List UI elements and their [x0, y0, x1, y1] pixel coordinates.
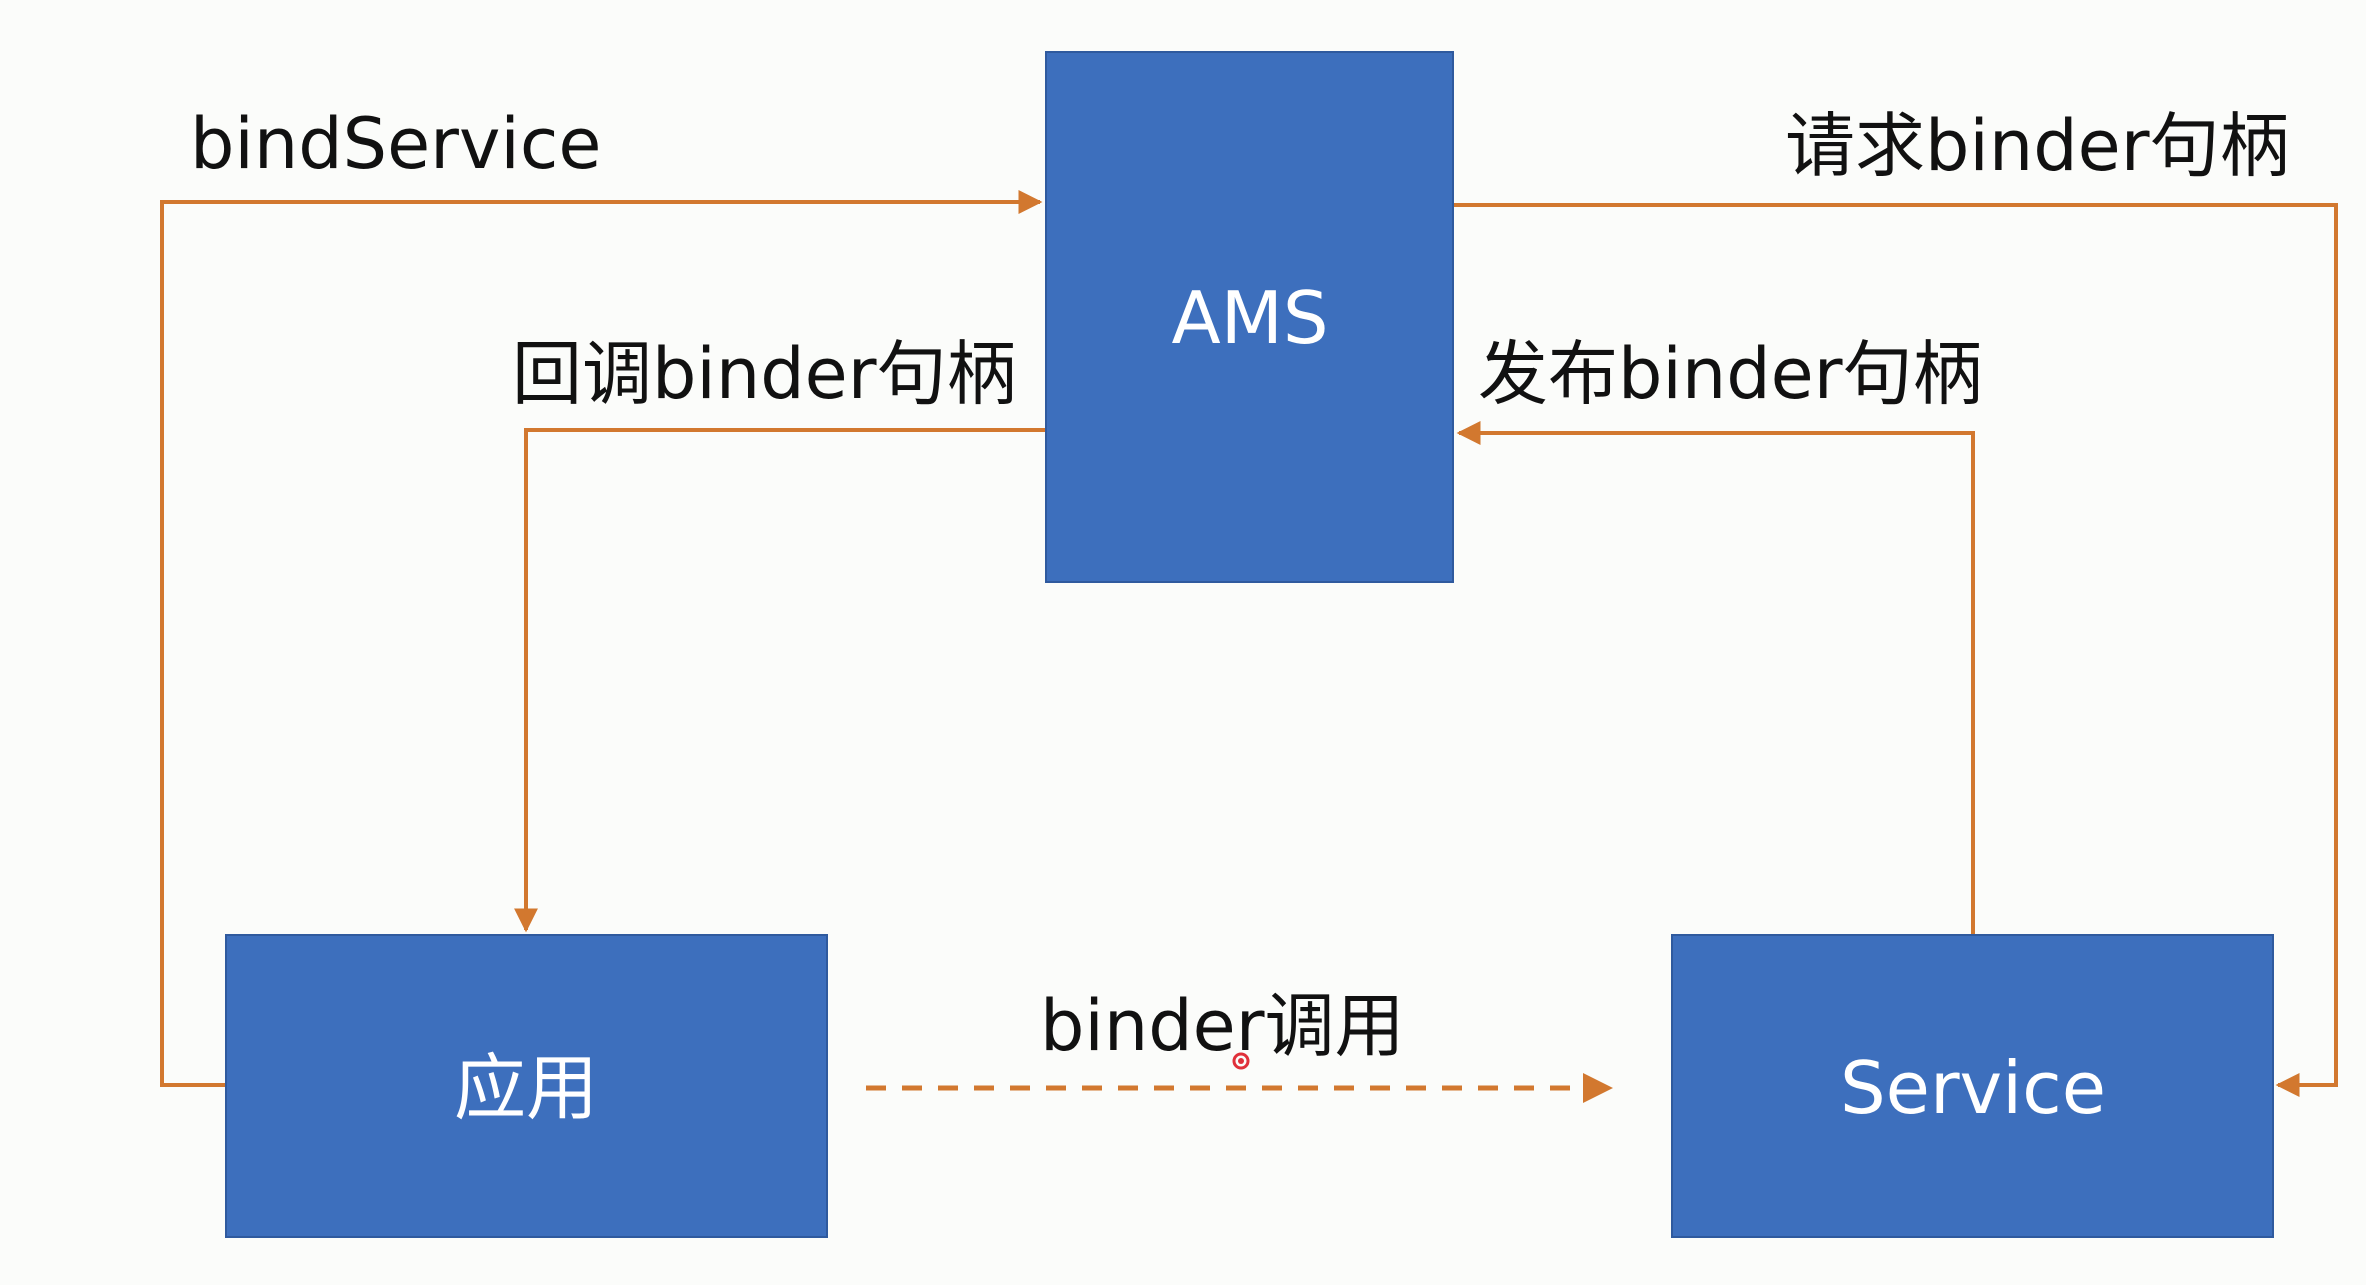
edge-publish-binder-line [1456, 421, 1975, 935]
edge-binder-call-label: binder调用 [1040, 985, 1405, 1067]
edge-callback-binder: 回调binder句柄 [512, 333, 1046, 933]
cursor-dot [1232, 1052, 1250, 1070]
edge-request-binder-label: 请求binder句柄 [1785, 105, 2290, 187]
node-service-label: Service [1840, 1046, 2106, 1130]
node-ams-label: AMS [1171, 276, 1328, 360]
edge-bind-service-label: bindService [190, 103, 601, 185]
edge-request-binder: 请求binder句柄 [1453, 105, 2338, 1097]
edge-publish-binder-label: 发布binder句柄 [1478, 333, 1983, 415]
node-app-box [225, 934, 828, 1238]
edge-bind-service: bindService [160, 103, 1043, 1087]
edge-publish-binder: 发布binder句柄 [1456, 333, 1983, 935]
edge-callback-binder-label: 回调binder句柄 [512, 333, 1017, 415]
edge-callback-binder-line [514, 428, 1046, 933]
edge-binder-call: binder调用 [866, 985, 1613, 1103]
node-app-label: 应用 [454, 1046, 598, 1130]
edge-bind-service-line [160, 190, 1043, 1087]
node-ams-box [1045, 51, 1454, 583]
edge-request-binder-line [1453, 203, 2338, 1097]
node-service: Service [1671, 934, 2274, 1238]
cursor-indicator [1232, 1052, 1250, 1070]
node-ams: AMS [1045, 51, 1454, 583]
node-app: 应用 [225, 934, 828, 1238]
node-service-box [1671, 934, 2274, 1238]
